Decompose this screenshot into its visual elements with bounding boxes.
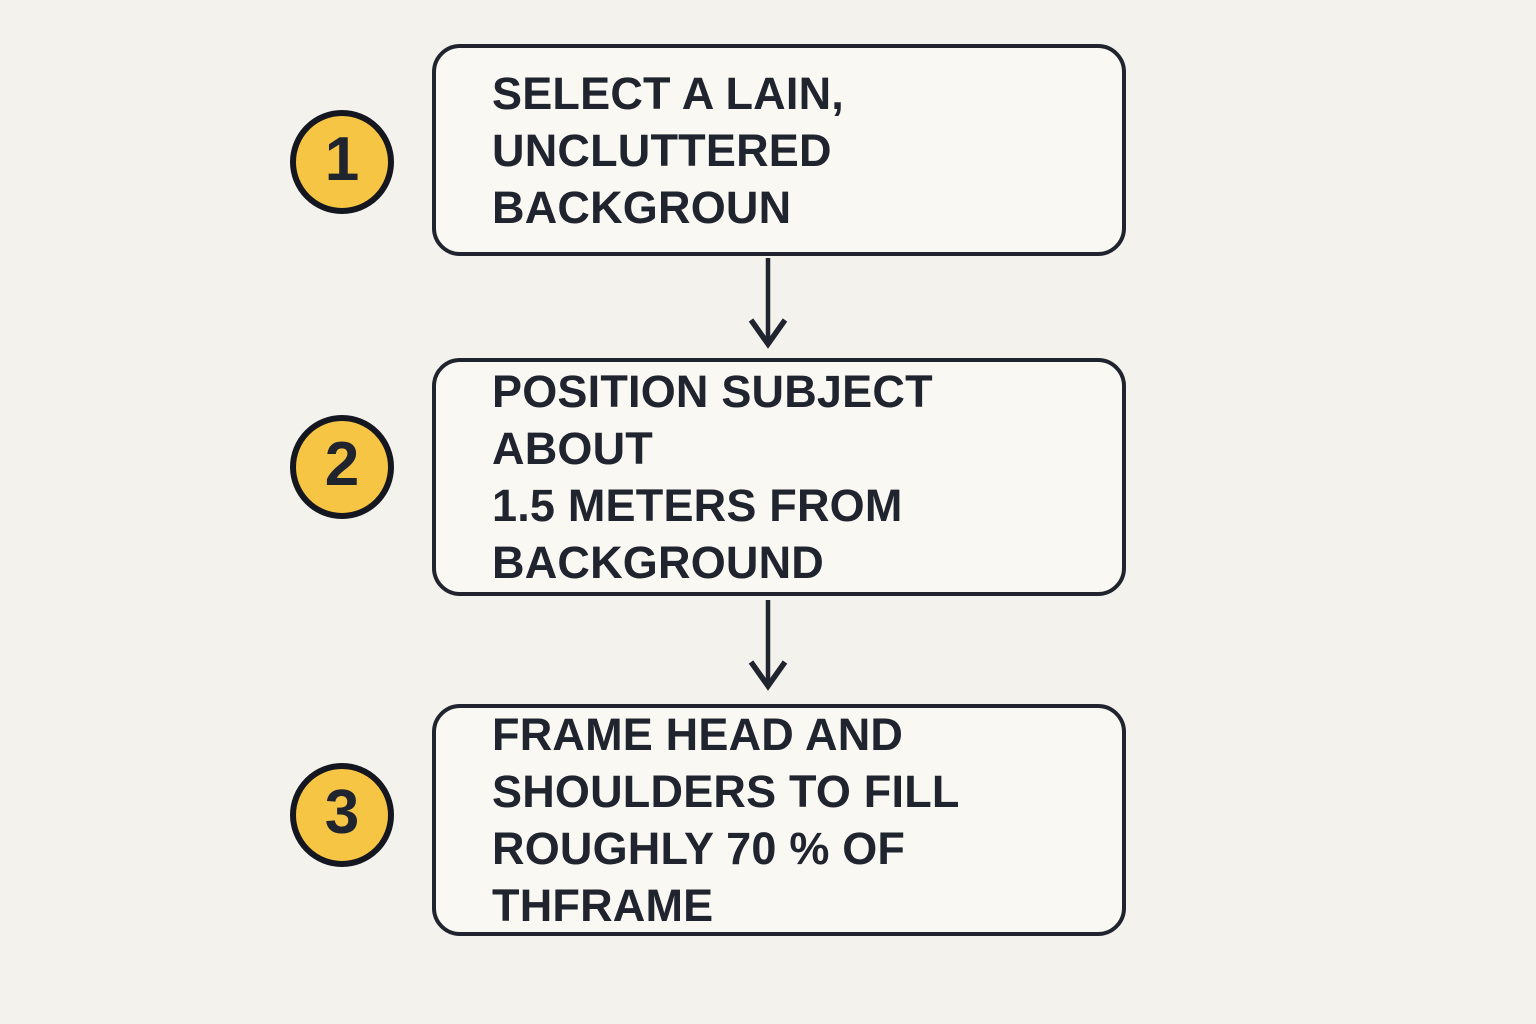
step-3-box: FRAME HEAD AND SHOULDERS TO FILL ROUGHLY… bbox=[432, 704, 1126, 936]
step-2-number-badge: 2 bbox=[290, 415, 394, 519]
step-1-box: SELECT A LAIN, UNCLUTTERED BACKGROUN bbox=[432, 44, 1126, 256]
arrow-down-icon bbox=[748, 258, 788, 350]
step-3-number-badge: 3 bbox=[290, 763, 394, 867]
step-3-label: FRAME HEAD AND SHOULDERS TO FILL ROUGHLY… bbox=[492, 709, 960, 931]
arrow-down-icon bbox=[748, 600, 788, 692]
step-2-box: POSITION SUBJECT ABOUT 1.5 METERS FROM B… bbox=[432, 358, 1126, 596]
step-1-number-badge: 1 bbox=[290, 110, 394, 214]
step-2-label: POSITION SUBJECT ABOUT 1.5 METERS FROM B… bbox=[492, 366, 933, 588]
step-3-number: 3 bbox=[324, 778, 360, 847]
step-1-label: SELECT A LAIN, UNCLUTTERED BACKGROUN bbox=[492, 67, 844, 233]
step-1-number: 1 bbox=[324, 125, 360, 194]
step-2-number: 2 bbox=[324, 430, 360, 499]
